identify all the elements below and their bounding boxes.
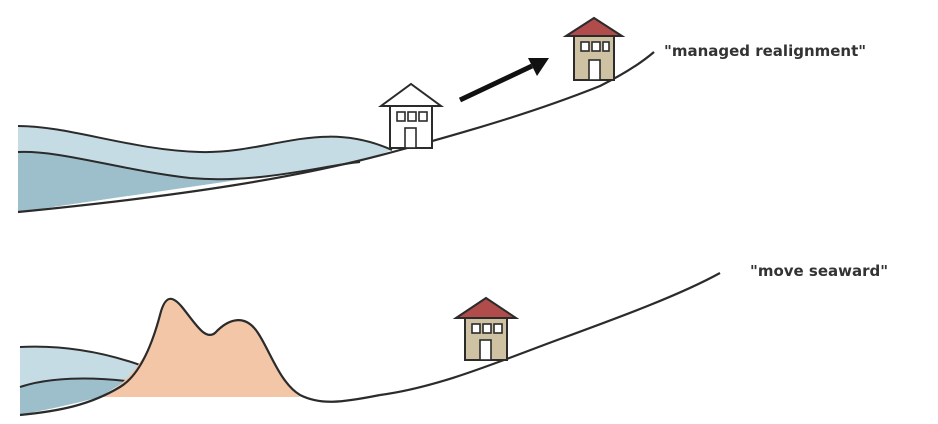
move-seaward-panel: "move seaward" — [0, 215, 938, 424]
move-seaward-illustration — [0, 215, 938, 424]
managed-realignment-panel: "managed realignment" — [0, 0, 938, 215]
caption-managed-realignment: "managed realignment" — [664, 42, 866, 60]
caption-move-seaward: "move seaward" — [750, 262, 888, 280]
sand-dune — [100, 299, 300, 397]
managed-realignment-illustration — [0, 0, 938, 215]
ground-slope — [380, 273, 720, 395]
house-icon — [381, 84, 441, 148]
arrow-icon — [460, 58, 549, 100]
house-icon — [566, 18, 622, 80]
house-icon — [456, 298, 516, 360]
